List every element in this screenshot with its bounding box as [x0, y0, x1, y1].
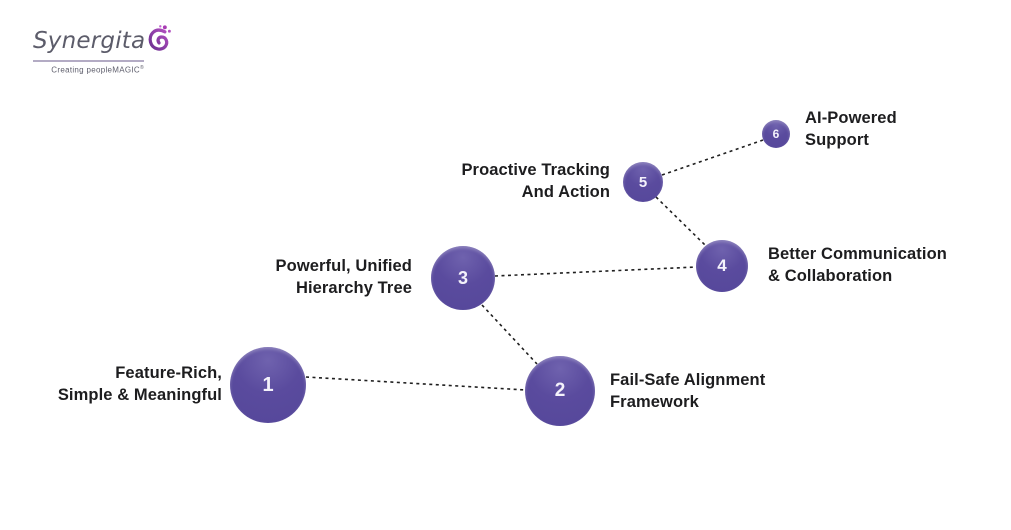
node-3-number: 3 [457, 267, 468, 288]
node-2-label: Fail-Safe Alignment Framework [610, 371, 766, 411]
logo-underline [33, 60, 144, 62]
node-4-number: 4 [717, 256, 727, 275]
node-1: 1 [230, 347, 306, 423]
logo-wordmark: Synergita [33, 28, 146, 54]
node-1-label: Feature-Rich, Simple & Meaningful [57, 364, 222, 404]
node-5-label: Proactive Tracking And Action [461, 161, 610, 201]
connector-5-6 [661, 139, 764, 176]
node-6-label: AI-Powered Support [805, 109, 897, 149]
connector-3-4 [494, 266, 698, 277]
node-2-number: 2 [554, 380, 566, 401]
registered-mark: ® [140, 65, 144, 71]
synergita-logo: Synergita Creating peopleMAGIC® [33, 25, 172, 75]
node-1-number: 1 [262, 373, 274, 396]
connector-3-2 [481, 304, 538, 365]
node-5-number: 5 [638, 173, 648, 191]
node-3: 3 [431, 246, 495, 310]
node-5: 5 [623, 162, 663, 202]
node-4-label: Better Communication & Collaboration [768, 245, 947, 285]
node-4: 4 [696, 240, 748, 292]
logo-tagline: Creating peopleMAGIC® [51, 65, 144, 75]
connector-5-4 [655, 196, 706, 246]
node-3-label: Powerful, Unified Hierarchy Tree [275, 257, 412, 297]
connector-1-2 [305, 376, 527, 391]
node-6-number: 6 [772, 127, 780, 141]
node-2: 2 [525, 356, 595, 426]
logo-swirl-icon [146, 24, 172, 59]
node-6: 6 [762, 120, 790, 148]
